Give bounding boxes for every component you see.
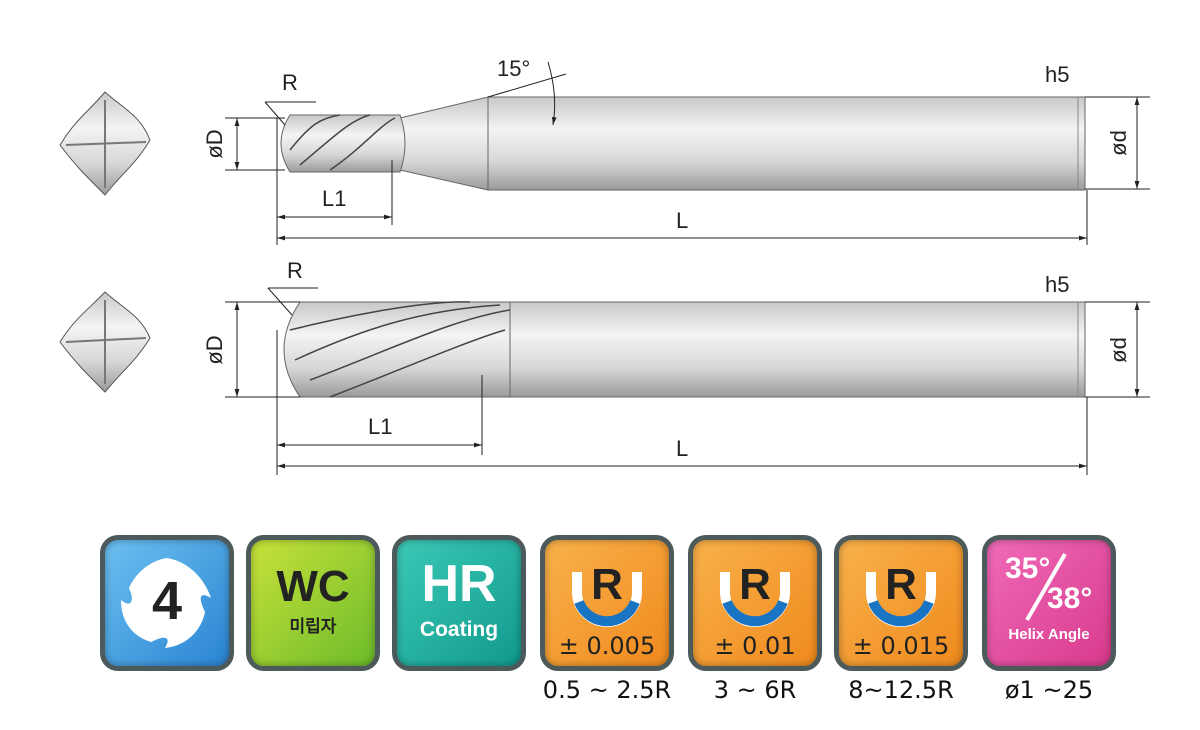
material-icon: WC 미립자	[246, 535, 380, 671]
flute-length-label-top: L1	[322, 186, 346, 211]
end-view-top	[59, 91, 151, 196]
helix-angle-2: 38°	[1047, 582, 1093, 615]
radius-tolerance-icon-1: R ± 0.005	[540, 535, 674, 671]
coating-icon: HR Coating	[392, 535, 526, 671]
shank-label-bottom: ød	[1106, 337, 1131, 363]
helix-diameter-range: ø1 ~25	[1004, 676, 1094, 704]
flute-count-value: 4	[151, 571, 183, 631]
radius-tolerance: ± 0.015	[852, 632, 950, 660]
tolerance-label-top: h5	[1045, 62, 1069, 87]
overall-length-label-top: L	[676, 208, 688, 233]
radius-range-1: 0.5 ~ 2.5R	[542, 676, 672, 704]
radius-letter: R	[591, 560, 623, 609]
radius-range-2: 3 ~ 6R	[713, 676, 797, 704]
coating-subtitle: Coating	[419, 618, 499, 641]
material-title: WC	[276, 562, 350, 611]
helix-angle-icon: 35° 38° Helix Angle	[982, 535, 1116, 671]
radius-letter: R	[885, 560, 917, 609]
radius-label-top: R	[282, 70, 298, 95]
flute-count-icon: 4	[100, 535, 234, 671]
technical-drawing: øD ød h5 R 15° L1 L øD ød h5 R L1 L	[59, 56, 1150, 475]
radius-tolerance-icon-3: R ± 0.015	[834, 535, 968, 671]
radius-tolerance: ± 0.01	[714, 632, 796, 660]
flute-length-label-bottom: L1	[368, 414, 392, 439]
radius-tolerance: ± 0.005	[558, 632, 656, 660]
material-subtitle: 미립자	[289, 617, 337, 636]
end-mill-bottom	[283, 301, 1086, 398]
coating-title: HR	[421, 555, 497, 613]
helix-angle-1: 35°	[1005, 552, 1051, 585]
tolerance-label-bottom: h5	[1045, 272, 1069, 297]
end-view-bottom	[59, 291, 151, 393]
radius-label-bottom: R	[287, 258, 303, 283]
overall-length-label-bottom: L	[676, 436, 688, 461]
diameter-label-top: øD	[202, 129, 227, 158]
diameter-label-bottom: øD	[202, 335, 227, 364]
shank-label-top: ød	[1106, 130, 1131, 156]
radius-tolerance-icon-2: R ± 0.01	[688, 535, 822, 671]
radius-letter: R	[739, 560, 771, 609]
angle-label: 15°	[497, 56, 530, 81]
radius-range-3: 8~12.5R	[848, 676, 954, 704]
end-mill-top	[280, 96, 1086, 191]
helix-angle-subtitle: Helix Angle	[1008, 626, 1090, 643]
